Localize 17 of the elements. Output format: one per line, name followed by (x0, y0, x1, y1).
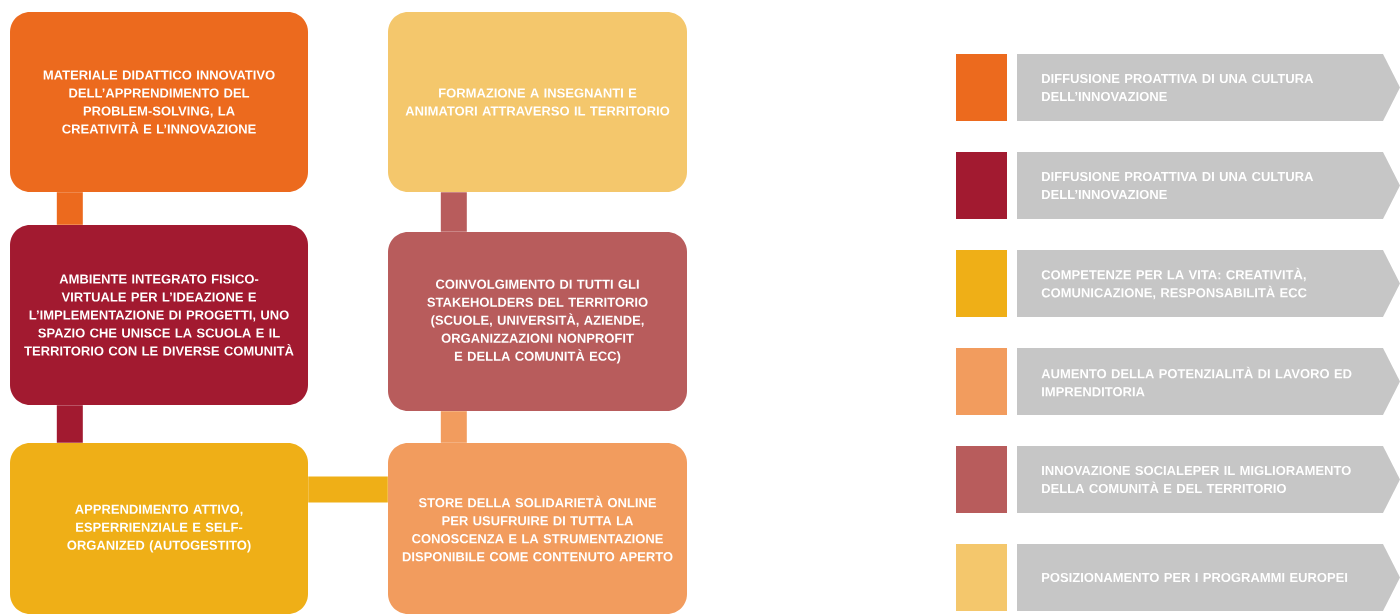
process-box: APPRENDIMENTO ATTIVO, ESPERRIENZIALE E SELF-ORGANIZED (AUTOGESTITO) (10, 443, 308, 614)
process-box: COINVOLGIMENTO DI TUTTI GLI STAKEHOLDERS DEL TERRITORIO (SCUOLE, UNIVERSITÀ, AZIENDE, ORGANIZZAZIONI NONPROFIT E DELLA COMUNITÀ ECC) (388, 232, 687, 411)
connector-bar (440, 192, 467, 232)
connector-bar (56, 405, 83, 443)
process-box: AMBIENTE INTEGRATO FISICO-VIRTUALE PER L’IDEAZIONE E L’IMPLEMENTAZIONE DI PROGETTI, UNO SPAZIO CHE UNISCE LA SCUOLA E IL TERRITORIO CON LE DIVERSE COMUNITÀ (10, 225, 308, 405)
legend-label: COMPETENZE PER LA VITA: CREATIVITÀ, COMUNICAZIONE, RESPONSABILITÀ ECC (1017, 250, 1400, 317)
connector-bar (440, 411, 467, 443)
connector-bar (56, 192, 83, 225)
legend-label: DIFFUSIONE PROATTIVA DI UNA CULTURA DELL’INNOVAZIONE (1017, 54, 1400, 121)
process-box: STORE DELLA SOLIDARIETÀ ONLINE PER USUFRUIRE DI TUTTA LA CONOSCENZA E LA STRUMENTAZIONE DISPONIBILE COME CONTENUTO APERTO (388, 443, 687, 614)
process-box: FORMAZIONE A INSEGNANTI E ANIMATORI ATTRAVERSO IL TERRITORIO (388, 12, 687, 192)
legend-label: DIFFUSIONE PROATTIVA DI UNA CULTURA DELL’INNOVAZIONE (1017, 152, 1400, 219)
connector-bar (308, 476, 388, 503)
legend-label: POSIZIONAMENTO PER I PROGRAMMI EUROPEI (1017, 544, 1400, 611)
legend-label: INNOVAZIONE SOCIALEPER IL MIGLIORAMENTO DELLA COMUNITÀ E DEL TERRITORIO (1017, 446, 1400, 513)
legend-label: AUMENTO DELLA POTENZIALITÀ DI LAVORO ED IMPRENDITORIA (1017, 348, 1400, 415)
process-box: MATERIALE DIDATTICO INNOVATIVO DELL’APPRENDIMENTO DEL PROBLEM-SOLVING, LA CREATIVITÀ E L’INNOVAZIONE (10, 12, 308, 192)
